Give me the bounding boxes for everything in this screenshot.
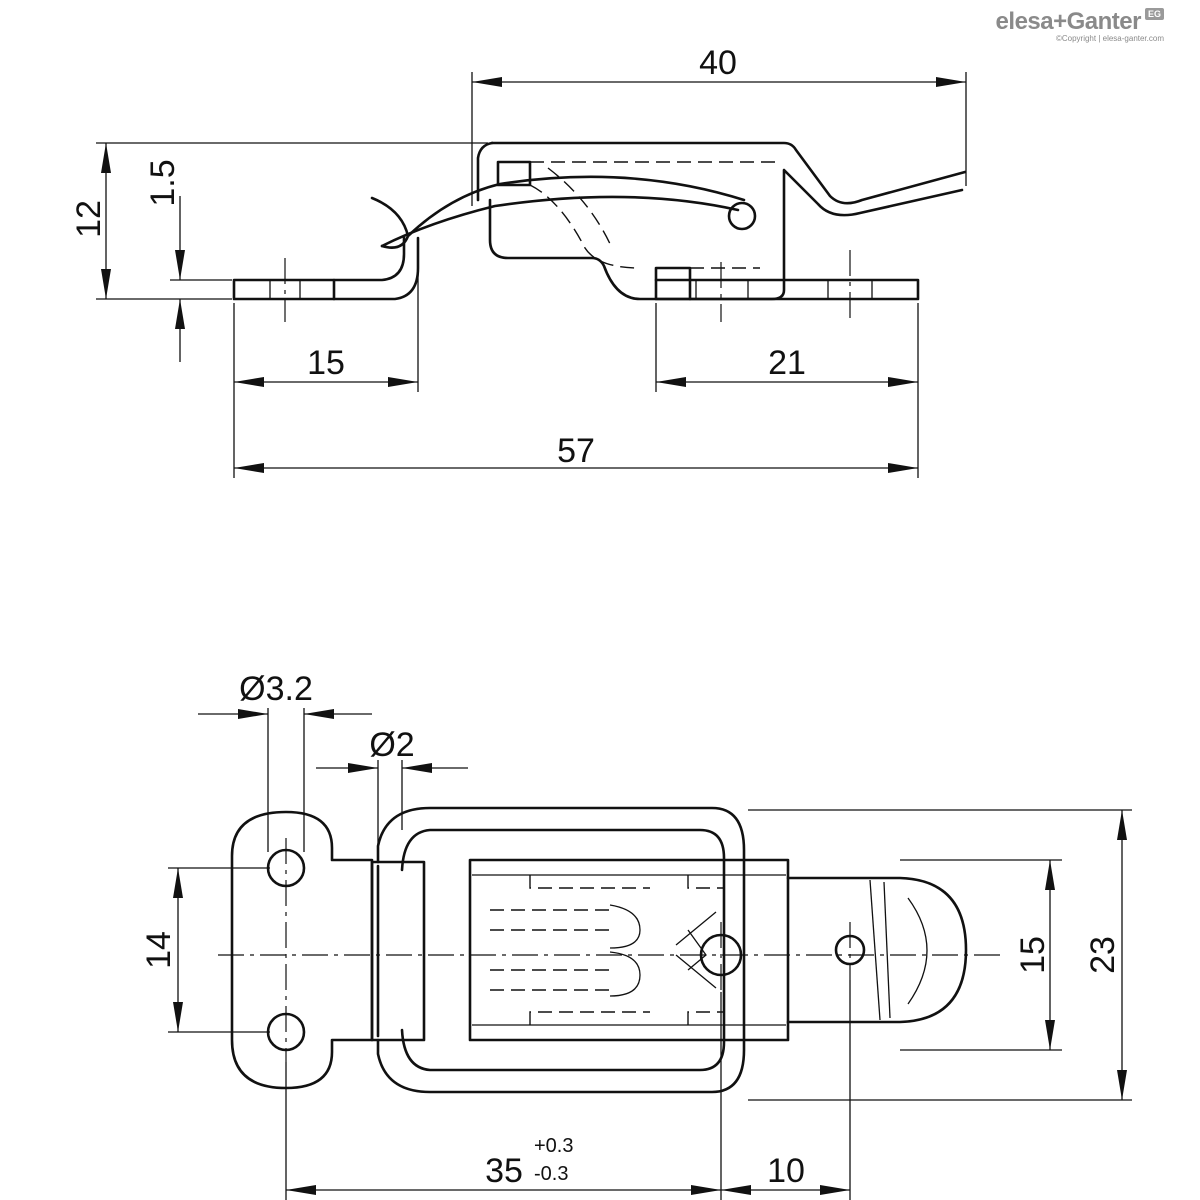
top-base-plate bbox=[230, 810, 374, 1090]
dim-upper-length-label: 40 bbox=[699, 44, 737, 82]
dim-hook-width: 15 bbox=[900, 859, 1062, 1051]
dim-height: 12 bbox=[70, 142, 488, 300]
dim-left-flange-label: 15 bbox=[307, 344, 345, 382]
side-hook bbox=[370, 175, 757, 249]
side-left-base-plate bbox=[232, 234, 420, 301]
dim-overall-length: 57 bbox=[234, 432, 918, 473]
dim-tolerance-plus: +0.3 bbox=[534, 1135, 573, 1157]
dim-hole-large: Ø3.2 bbox=[198, 670, 372, 852]
top-hidden-details bbox=[490, 875, 724, 1025]
top-bail bbox=[376, 806, 746, 1094]
top-lever-body bbox=[468, 858, 790, 1042]
side-hidden-lines bbox=[529, 161, 780, 269]
side-lever-body bbox=[476, 141, 967, 301]
side-view: 40 12 1.5 15 bbox=[70, 44, 967, 478]
dim-overall-length-label: 57 bbox=[557, 432, 595, 470]
top-hook bbox=[699, 876, 968, 1024]
dim-left-flange: 15 bbox=[233, 272, 419, 478]
dim-hole-spacing-label: 14 bbox=[140, 931, 178, 969]
dim-center-to-hook-hole-label: 10 bbox=[767, 1152, 805, 1190]
dim-hole-to-center-label: 35 bbox=[485, 1152, 523, 1190]
dim-hook-width-label: 15 bbox=[1014, 936, 1052, 974]
dim-overall-width: 23 bbox=[748, 809, 1132, 1101]
dim-sheet-thickness: 1.5 bbox=[144, 159, 232, 362]
dim-upper-length: 40 bbox=[471, 44, 967, 206]
dim-hole-to-center: 35 +0.3 -0.3 bbox=[285, 980, 851, 1200]
top-view: Ø3.2 Ø2 14 15 bbox=[140, 670, 1132, 1200]
brand-mark: EG bbox=[1144, 8, 1164, 20]
dim-height-label: 12 bbox=[70, 200, 108, 238]
side-right-base-plate bbox=[284, 250, 920, 322]
dim-hole-small: Ø2 bbox=[316, 726, 468, 850]
brand-copyright: ©Copyright | elesa-ganter.com bbox=[1055, 34, 1164, 43]
dim-right-flange-label: 21 bbox=[768, 344, 806, 382]
dim-hole-small-label: Ø2 bbox=[369, 726, 414, 764]
top-center-lines bbox=[218, 838, 1000, 1062]
dim-overall-width-label: 23 bbox=[1084, 936, 1122, 974]
dim-center-to-hook-hole: 10 bbox=[721, 1152, 850, 1195]
dim-sheet-thickness-label: 1.5 bbox=[144, 159, 182, 206]
top-hinge bbox=[370, 860, 426, 1042]
dim-tolerance-minus: -0.3 bbox=[534, 1163, 568, 1185]
brand-name: elesa+Ganter bbox=[995, 8, 1142, 35]
dim-right-flange: 21 bbox=[655, 303, 919, 478]
dim-hole-spacing: 14 bbox=[140, 867, 270, 1033]
dim-hole-large-label: Ø3.2 bbox=[239, 670, 313, 708]
